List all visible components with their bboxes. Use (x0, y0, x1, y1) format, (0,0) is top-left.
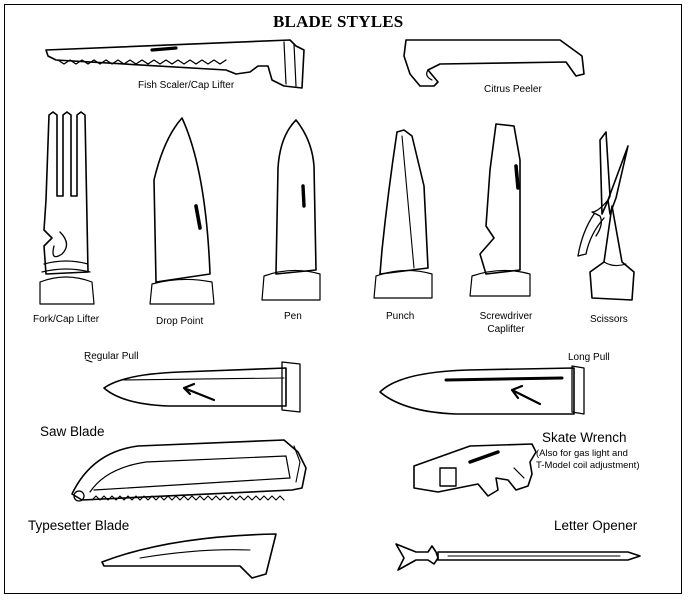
punch-blade (374, 130, 432, 298)
label-long-pull: Long Pull (568, 352, 610, 363)
fish-scaler-blade (46, 40, 304, 88)
fork-blade (40, 112, 94, 304)
label-fish-scaler: Fish Scaler/Cap Lifter (138, 80, 235, 91)
label-screwdriver-line-2: Caplifter (487, 324, 525, 335)
diagram-frame (4, 4, 682, 594)
label-typesetter: Typesetter Blade (28, 518, 130, 533)
citrus-peeler-blade (404, 40, 584, 86)
label-skate-wrench: Skate Wrench (542, 430, 627, 445)
label-punch: Punch (386, 311, 415, 322)
label-skate-note-line-1: (Also for gas light and (536, 448, 628, 459)
label-saw-blade: Saw Blade (40, 424, 105, 439)
label-fork: Fork/Cap Lifter (33, 314, 100, 325)
label-skate-note-line-2: T-Model coil adjustment) (536, 460, 640, 471)
label-skate-wrench-note: (Also for gas light and T-Model coil adj… (536, 448, 639, 472)
label-citrus-peeler: Citrus Peeler (484, 84, 542, 95)
label-scissors: Scissors (590, 314, 628, 325)
saw-blade (72, 440, 306, 501)
skate-wrench-blade (414, 444, 536, 496)
typesetter-blade (102, 534, 276, 578)
label-pen: Pen (284, 311, 302, 322)
label-screwdriver: Screwdriver Caplifter (470, 310, 542, 336)
long-pull-blade (380, 366, 584, 414)
pen-blade (262, 120, 320, 300)
label-drop-point: Drop Point (156, 316, 204, 327)
label-regular-pull: Regular Pull (84, 351, 139, 362)
label-screwdriver-line-1: Screwdriver (479, 311, 533, 322)
screwdriver-blade (470, 124, 530, 296)
label-letter-opener: Letter Opener (554, 518, 638, 533)
diagram-title: BLADE STYLES (273, 12, 404, 31)
scissors-blade (578, 132, 634, 300)
regular-pull-blade (86, 360, 300, 412)
letter-opener-blade (396, 544, 640, 570)
drop-point-blade (150, 118, 214, 304)
